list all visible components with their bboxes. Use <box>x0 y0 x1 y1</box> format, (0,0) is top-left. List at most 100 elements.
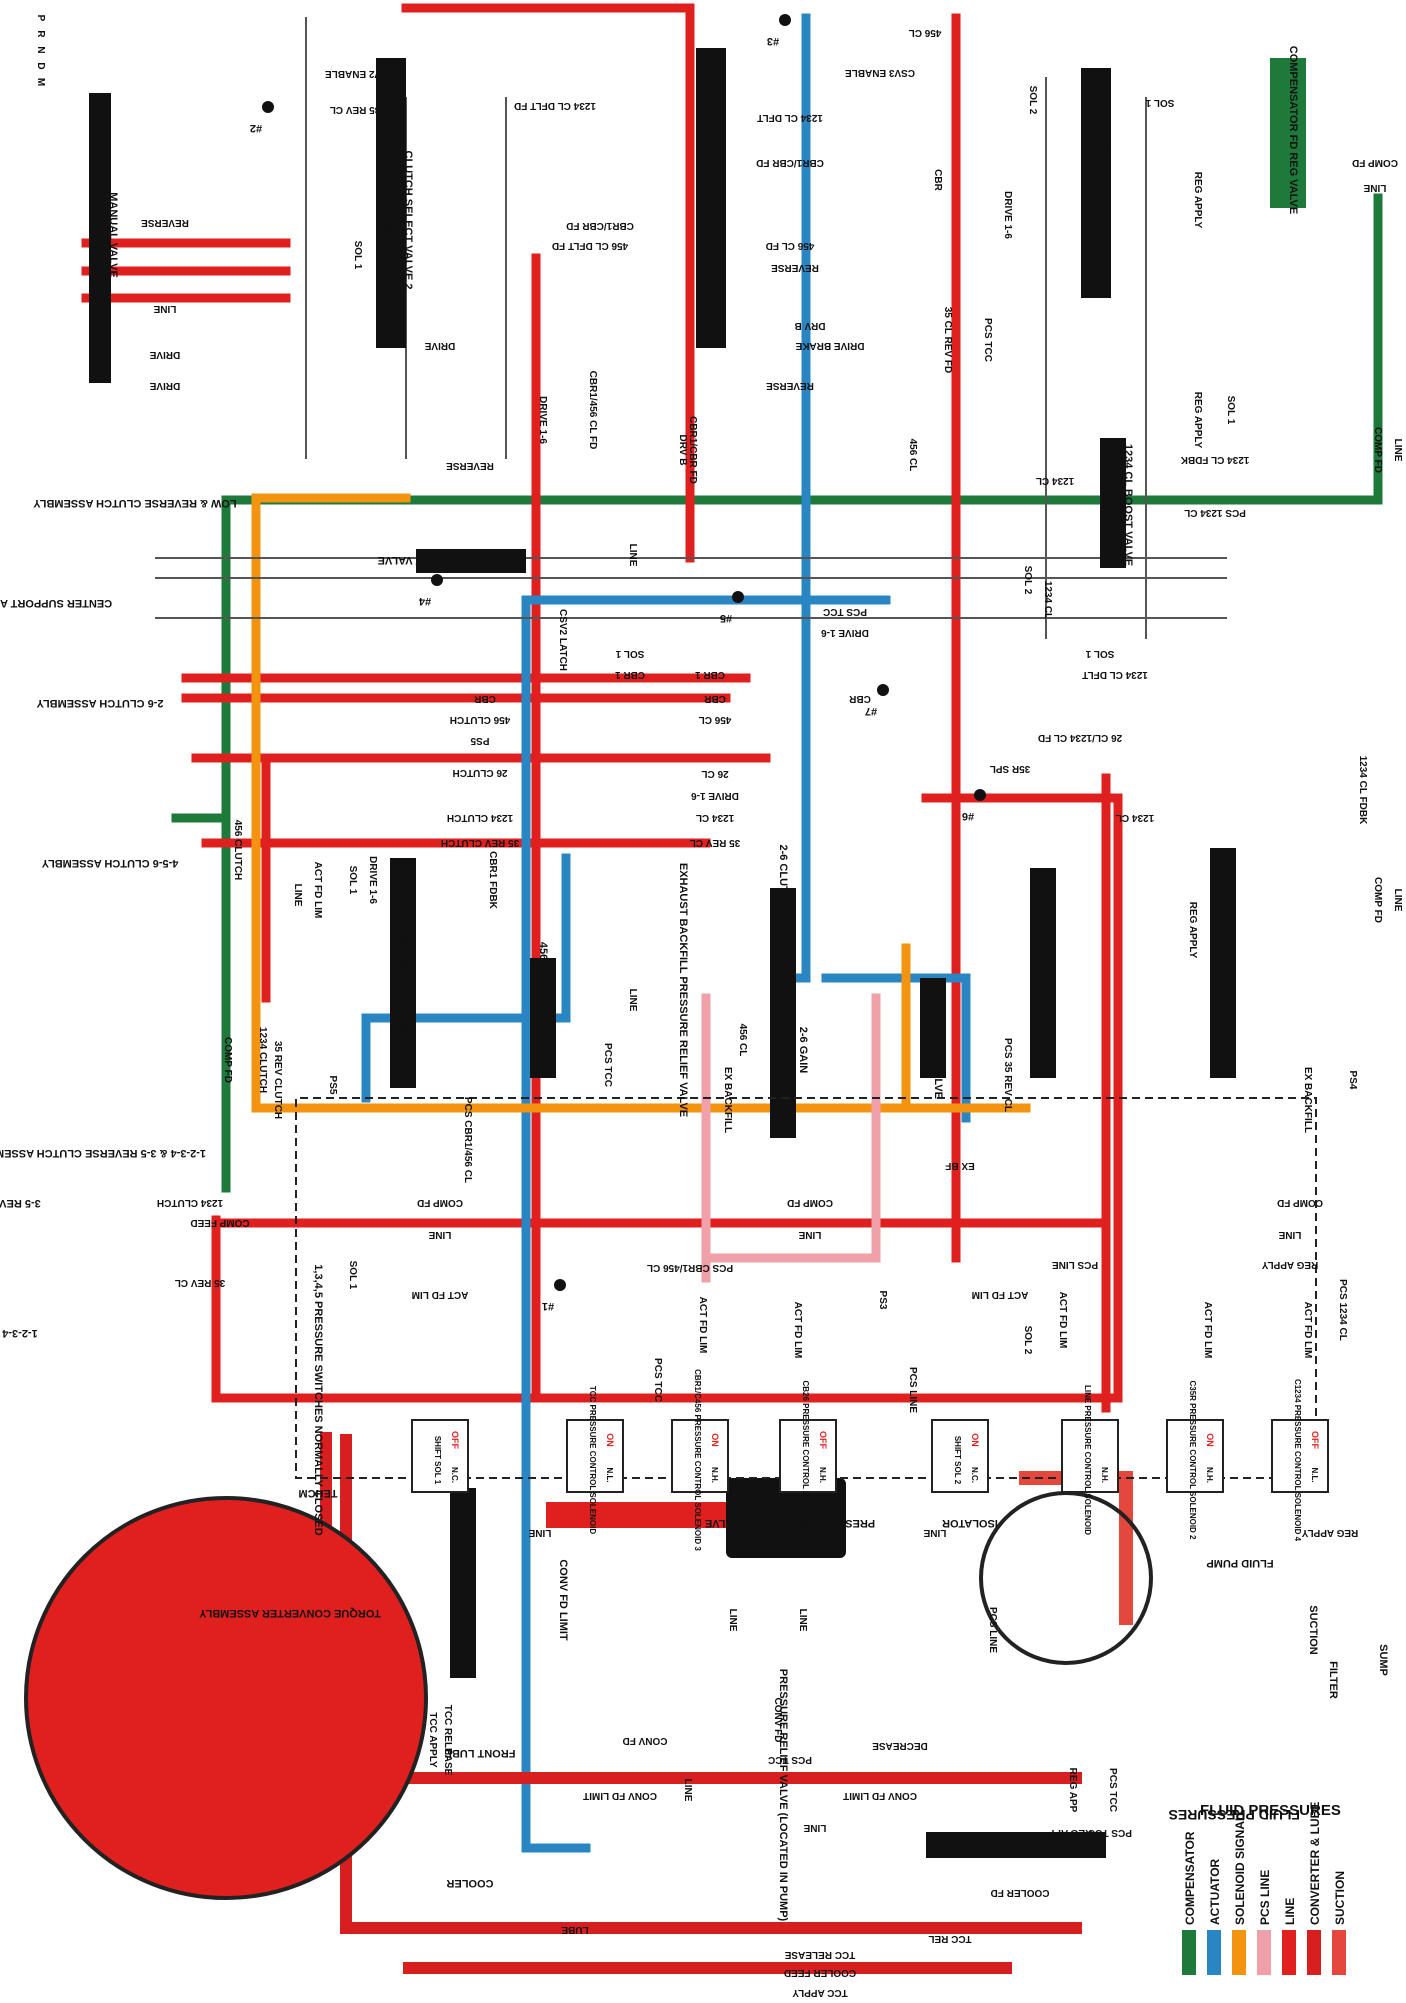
passage-label-reverse-3: REVERSE <box>766 380 814 391</box>
pcs-line-passage <box>701 993 881 1283</box>
passage-label-sol-1-mid: SOL 1 <box>615 648 644 659</box>
cooler-label: COOLER <box>446 1877 493 1889</box>
passage-label-ps5: PS5 <box>470 735 489 746</box>
legend-swatch-compensator <box>1182 1930 1196 1975</box>
passage-label-456-cl-2: 456 CL <box>699 714 732 725</box>
legend-label-compensator: COMPENSATOR <box>1183 1831 1197 1925</box>
passage-vlabel-456-cl-v2: 456 CL <box>737 1024 748 1057</box>
passage-label-comp-fd-2: COMP FD <box>417 1197 463 1208</box>
solenoid-label-5: SHIFT SOL 2 <box>953 1436 962 1485</box>
passage-label-line-3: LINE <box>798 1229 821 1240</box>
line-vertical-1 <box>921 793 1123 1403</box>
pcs-tcc-passage <box>521 595 891 1853</box>
2-6-clutch-label: 2-6 CLUTCH ASSEMBLY <box>36 697 164 709</box>
solenoid-type-7: N.H. <box>1205 1467 1214 1483</box>
passage-vlabel-pcs-cbr1-456-v: PCS CBR1/456 CL <box>462 1097 473 1183</box>
sump-label: SUMP <box>1377 1644 1389 1676</box>
passage-label-cbr1-cbr-fd: CBR1/CBR FD <box>756 157 824 168</box>
label-35rev: 3-5 REV <box>0 1197 41 1209</box>
act-fd-lim-passage <box>251 493 1031 1113</box>
passage-vlabel-drive-1-6-v2: DRIVE 1-6 <box>1002 191 1013 239</box>
passage-label-drive-1-6-2: DRIVE 1-6 <box>691 790 739 801</box>
tcc-control-body <box>926 1832 1106 1858</box>
4-5-6-clutch-label: 4-5-6 CLUTCH ASSEMBLY <box>41 857 178 869</box>
solenoid-body-4 <box>779 1419 837 1493</box>
legend-label-actuator: ACTUATOR <box>1208 1858 1222 1925</box>
passage-label-cbr-3: CBR <box>848 693 870 704</box>
legend-label-solenoid_signal: SOLENOID SIGNAL <box>1233 1814 1247 1925</box>
passage-vlabel-line-v4: LINE <box>627 989 638 1012</box>
selector-position-R: R <box>35 30 46 38</box>
passage-vlabel-sol-1-v2: SOL 1 <box>1225 396 1236 425</box>
passage-vlabel-line-v7: LINE <box>797 1609 808 1632</box>
isolator-label: ISOLATOR <box>942 1517 998 1529</box>
check-ball-4 <box>431 574 443 586</box>
valve-bodies <box>24 48 1306 1900</box>
passage-label-cbr-1: CBR 1 <box>615 669 645 680</box>
cbr1-reg-label: CBR1/C456 CL REG VALVE <box>397 929 409 1071</box>
label-1234: 1-2-3-4 <box>1 1327 37 1339</box>
cbr1-reg-body <box>390 858 416 1088</box>
3-5-rev-reg-label: 3-5 REV CL REGULATOR VALVE <box>1042 876 1054 1045</box>
solenoid-body-8 <box>1271 1419 1329 1493</box>
passage-vlabel-line-v: LINE <box>627 544 638 567</box>
passage-label-pcs-tcc-3: PCS TCC <box>1088 1827 1132 1838</box>
clutch-select-2-label: CLUTCH SELECT VALVE 2 <box>402 151 414 290</box>
passage-label-act-fd-lim-2: ACT FD LIM <box>972 1289 1029 1300</box>
selector-position-N: N <box>35 46 46 53</box>
passage-label-35-rev-cl-2: 35 REV CL <box>690 837 741 848</box>
check-ball-label-2: #2 <box>250 122 262 134</box>
legend-swatch-suction <box>1332 1930 1346 1975</box>
passage-vlabel-conv-fd-v: CONV FD <box>772 1698 783 1743</box>
solenoid-state-5: ON <box>970 1433 980 1447</box>
passage-vlabel-ps5-v: PS5 <box>327 1076 338 1095</box>
passage-label-1234-cl-dflt-2: 1234 CL DFLT <box>1082 669 1148 680</box>
clutch-select-3-label: CLUTCH SELECT VALVE 3 <box>702 161 714 300</box>
passage-label-reg-apply-2: REG APPLY <box>1301 1527 1358 1538</box>
tcc-regulator-body <box>1081 68 1111 298</box>
fluid-passages <box>81 3 1383 1974</box>
passage-vlabel-ps3-v: PS3 <box>877 1291 888 1310</box>
passage-label-reg-apply-1: REG APPLY <box>1261 1259 1318 1270</box>
solenoid-label-8: C1234 PRESSURE CONTROL SOLENOID 4 <box>1293 1379 1302 1542</box>
passage-label-comp-fd-top: COMP FD <box>1352 157 1398 168</box>
passage-label-26-clutch: 26 CLUTCH <box>452 767 507 778</box>
passage-vlabel-pcs-tcc-v2: PCS TCC <box>602 1043 613 1087</box>
passage-label-cooler-feed: COOLER FEED <box>784 1967 856 1978</box>
35r-boost-body <box>920 978 946 1078</box>
passage-label-conv-fd-limit-2: CONV FD LIMIT <box>843 1790 917 1801</box>
check-ball-label-1: #1 <box>542 1300 554 1312</box>
line-main-passage <box>211 1215 1123 1403</box>
passage-vlabel-line-v3: LINE <box>292 884 303 907</box>
passage-vlabel-sol-2-v2: SOL 2 <box>1022 566 1033 595</box>
legend-swatch-line <box>1282 1930 1296 1975</box>
passage-label-35r-spl: 35R SPL <box>990 763 1031 774</box>
passage-label-line-5: LINE <box>528 1527 551 1538</box>
passage-label-pcs-tcc-1: PCS TCC <box>823 606 867 617</box>
passage-vlabel-line-v2: LINE <box>1392 439 1403 462</box>
passage-vlabel-act-fd-lim-v: ACT FD LIM <box>312 862 323 919</box>
passage-vlabel-cbr1-fdbk-v: CBR1 FDBK <box>487 851 498 910</box>
passage-vlabel-reg-apply-v: REG APPLY <box>1192 172 1203 229</box>
passage-label-tcc-apply: TCC APPLY <box>792 1987 848 1998</box>
passage-label-comp-fd-3: COMP FD <box>787 1197 833 1208</box>
solenoid-label-3: CBR1/C456 PRESSURE CONTROL SOLENOID 3 <box>693 1369 702 1551</box>
passage-vlabel-comp-fd-v: COMP FD <box>1372 427 1383 473</box>
check-ball-5 <box>732 591 744 603</box>
passage-label-1234-cl-dflt: 1234 CL DFLT <box>757 112 823 123</box>
solenoid-type-4: N.H. <box>818 1467 827 1483</box>
passage-vlabel-1234-cl-v: 1234 CL <box>1042 581 1053 619</box>
selector-position-M: M <box>35 78 46 86</box>
passage-vlabel-cbr1-456-cl-fd-v: CBR1/456 CL FD <box>587 371 598 450</box>
passage-vlabel-act-fd-lim-v3: ACT FD LIM <box>792 1302 803 1359</box>
passage-vlabel-reg-apply-v3: REG APPLY <box>1187 902 1198 959</box>
passage-vlabel-1234-clutch-v: 1234 CLUTCH <box>257 1027 268 1093</box>
passage-vlabel-pcs-tcc-v4: PCS TCC <box>1107 1768 1118 1812</box>
passage-vlabel-sol-1-v4: SOL 1 <box>347 1261 358 1290</box>
passage-vlabel-drive-1-6-v: DRIVE 1-6 <box>537 396 548 444</box>
isolator-body <box>726 1478 846 1558</box>
